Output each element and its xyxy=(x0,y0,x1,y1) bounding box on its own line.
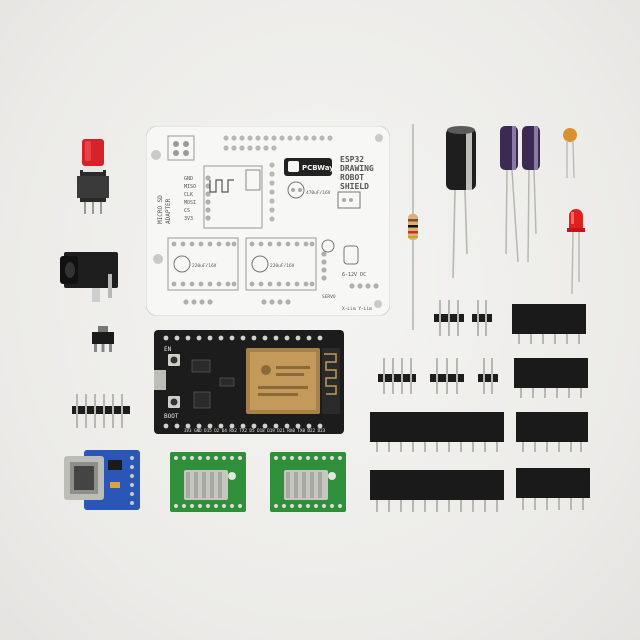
pin-label-clk: CLK xyxy=(184,192,193,198)
logo-text: PCBWay xyxy=(302,164,334,172)
voltage-regulator xyxy=(92,326,114,352)
pin-header-male-2-b xyxy=(478,358,498,394)
female-header-short-1 xyxy=(512,304,586,344)
cap-label-220-b: 220uF/16V xyxy=(270,263,295,269)
pin-header-male-4 xyxy=(378,358,416,394)
pin-label-cs: CS xyxy=(184,208,190,214)
red-led xyxy=(567,209,585,295)
pin-label-miso: MISO xyxy=(184,184,196,190)
esp32-en-label: EN xyxy=(164,346,172,353)
pin-header-male-3-a xyxy=(434,300,464,336)
servo-label: SERVO xyxy=(322,294,336,300)
stepper-driver-1 xyxy=(170,452,246,512)
female-header-short-4 xyxy=(516,468,590,510)
drawing-robot-shield-pcb: GND MISO CLK MOSI CS 3V3 MICRO SD ADAPTE… xyxy=(146,126,390,316)
power-label: 6-12V DC xyxy=(342,272,366,278)
dc-barrel-jack xyxy=(60,252,118,302)
female-header-long-2 xyxy=(370,470,504,512)
female-header-short-3 xyxy=(516,412,588,452)
resistor xyxy=(408,124,418,330)
push-button-switch xyxy=(77,139,109,214)
pin-header-male-2-a xyxy=(472,300,492,336)
esp32-devkit-board: BOOT EN 3V3 GND D15 D2 D4 RX2 TX2 D5 D18… xyxy=(154,330,344,434)
electrolytic-capacitor-large xyxy=(446,126,476,279)
pin-label-3v3: 3V3 xyxy=(184,216,193,222)
board-title-line3: ROBOT xyxy=(340,173,364,182)
stepper-driver-2 xyxy=(270,452,346,512)
esp32-bottom-pin-labels: 3V3 GND D15 D2 D4 RX2 TX2 D5 D18 D19 D21… xyxy=(184,428,326,433)
pin-header-male-6 xyxy=(72,394,130,428)
board-title-line1: ESP32 xyxy=(340,155,364,164)
pin-header-male-3-b xyxy=(430,358,464,394)
micro-sd-card-module xyxy=(64,450,140,510)
micro-sd-label-line2: ADAPTER xyxy=(165,198,172,224)
electrolytic-capacitors-small xyxy=(500,126,540,263)
female-header-short-2 xyxy=(514,358,588,398)
pin-label-gnd: GND xyxy=(184,176,193,182)
esp32-boot-label: BOOT xyxy=(164,413,179,420)
micro-sd-label-line1: MICRO SD xyxy=(157,195,164,224)
limit-switch-label: X-Lim Y-Lim xyxy=(342,306,372,312)
cap-label-220-a: 220uF/16V xyxy=(192,263,217,269)
board-title-line4: SHIELD xyxy=(340,182,369,191)
cap-label-470: 470uF/16V xyxy=(306,190,331,196)
board-title-line2: DRAWING xyxy=(340,164,374,173)
female-header-long-1 xyxy=(370,412,504,452)
pin-label-mosi: MOSI xyxy=(184,200,196,206)
ceramic-capacitor xyxy=(563,128,577,179)
